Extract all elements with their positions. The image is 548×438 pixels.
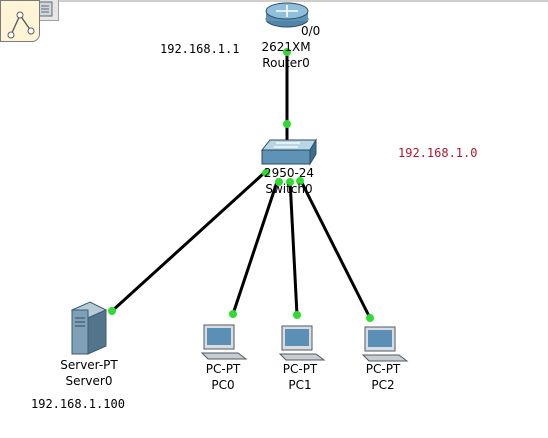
router-ip-label: 192.168.1.1 — [160, 42, 240, 56]
network-ip-label: 192.168.1.0 — [398, 146, 478, 160]
switch-arrows-icon — [274, 142, 300, 148]
switch-device[interactable] — [260, 138, 317, 166]
logical-workspace-icon — [7, 11, 35, 39]
server-name-label: Server0 — [65, 374, 113, 388]
router-model-label: 2621XM — [261, 40, 311, 54]
link-up-dot — [283, 48, 291, 56]
link-up-dot — [366, 314, 374, 322]
link-status-dots — [108, 48, 374, 322]
workspace-tool-button[interactable] — [0, 0, 40, 42]
server-device[interactable] — [70, 301, 108, 355]
server-ip-label: 192.168.1.100 — [31, 397, 125, 411]
toolbar-strip — [0, 0, 548, 2]
server-model-label: Server-PT — [60, 358, 118, 372]
link-up-dot — [229, 310, 237, 318]
link-switch-pc2[interactable] — [298, 178, 372, 319]
links — [110, 52, 372, 319]
pc-name-label: PC1 — [288, 378, 312, 392]
pc-model-label: PC-PT — [282, 362, 318, 376]
link-up-dot — [275, 178, 283, 186]
switch-model-label: 2950-24 — [263, 166, 315, 180]
link-up-dot — [296, 177, 304, 185]
router-device[interactable] — [265, 2, 309, 28]
pc-device[interactable] — [200, 324, 248, 360]
link-switch-server[interactable] — [110, 172, 265, 313]
link-up-dot — [262, 169, 270, 177]
pc-name-label: PC0 — [211, 378, 235, 392]
pc-model-label: PC-PT — [365, 362, 401, 376]
router-port-label: 0/0 — [301, 24, 321, 38]
pc-model-label: PC-PT — [205, 362, 241, 376]
pc-name-label: PC2 — [371, 378, 395, 392]
pc-device[interactable] — [278, 325, 326, 361]
link-switch-pc0[interactable] — [231, 178, 280, 315]
link-up-dot — [293, 311, 301, 319]
router-arrows-icon — [276, 5, 298, 17]
link-up-dot — [286, 178, 294, 186]
link-up-dot — [283, 120, 291, 128]
link-switch-pc1[interactable] — [288, 179, 299, 316]
router-name-label: Router0 — [262, 56, 310, 70]
pc-device[interactable] — [361, 326, 409, 362]
link-up-dot — [108, 307, 116, 315]
switch-name-label: Switch0 — [265, 182, 313, 196]
